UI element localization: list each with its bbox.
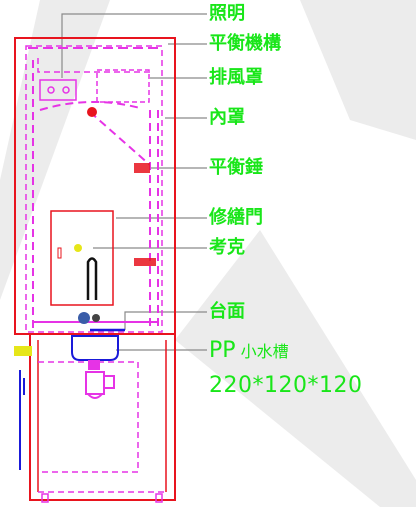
lighting-box (39, 79, 77, 101)
sink-basin (71, 335, 119, 361)
lower-left-door (19, 370, 25, 470)
lower-outer-frame (29, 333, 176, 501)
counterweight-block (134, 163, 150, 173)
leader-lines (61, 13, 207, 351)
label-inner-hood: 內罩 (209, 107, 245, 128)
label-sink: PP 小水槽 (209, 340, 289, 362)
label-access-door: 修繕門 (209, 207, 263, 228)
label-sink-prefix: PP (209, 338, 236, 363)
foot-right (155, 493, 163, 503)
faucet-marker (74, 244, 82, 252)
balance-pulley (87, 107, 97, 117)
sink-drain (88, 360, 100, 370)
faucet-pipe (86, 257, 98, 300)
label-faucet: 考克 (209, 237, 245, 258)
label-exhaust-hood: 排風罩 (209, 67, 263, 88)
valve-knob (78, 312, 90, 324)
leader-countertop (124, 311, 207, 330)
label-sink-name: 小水槽 (240, 342, 289, 361)
label-counterweight: 平衡錘 (209, 157, 263, 178)
sash-diagonal (89, 111, 151, 166)
label-lighting: 照明 (209, 3, 245, 24)
lighting-bulb-1 (47, 86, 55, 94)
lower-dashed-frame (38, 361, 139, 473)
label-sink-size: 220*120*120 (209, 373, 363, 398)
access-door (50, 210, 114, 306)
trap-body (85, 371, 105, 395)
exhaust-hood (96, 69, 150, 103)
foot-left (41, 493, 49, 503)
valve-stem (92, 314, 100, 322)
label-countertop: 台面 (209, 301, 245, 322)
trap-bottom (87, 393, 103, 399)
mechanism-parts (74, 107, 156, 324)
side-fitting (134, 258, 156, 266)
lower-cabinet (14, 333, 176, 503)
pp-sink (71, 335, 119, 399)
leader-lighting (61, 13, 207, 78)
label-balance-mechanism: 平衡機構 (209, 33, 281, 54)
left-yellow-marker (14, 346, 32, 356)
top-inner-rail (37, 58, 152, 73)
trap-right (103, 375, 115, 389)
access-door-handle (57, 247, 62, 259)
upper-inner-frame (25, 45, 163, 333)
lighting-bulb-2 (62, 86, 70, 94)
